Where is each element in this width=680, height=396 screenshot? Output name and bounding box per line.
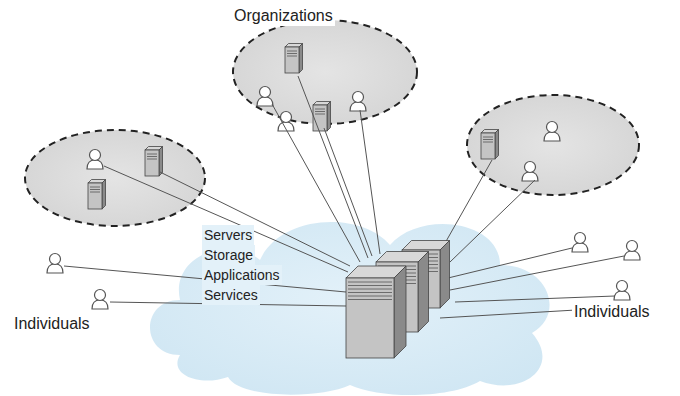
server-icon [285, 44, 303, 74]
group-label: Individuals [12, 314, 92, 334]
person-icon [544, 122, 560, 142]
organization-group [25, 130, 205, 226]
group-title: Organizations [232, 6, 335, 26]
person-icon [350, 92, 366, 112]
cloud-resource-label: Applications [202, 265, 282, 285]
server-icon [481, 130, 499, 160]
person-icon [278, 112, 294, 132]
person-icon [522, 162, 538, 182]
person-icon [257, 87, 273, 107]
cloud-resource-label: Services [202, 285, 260, 305]
person-icon [624, 241, 640, 261]
cloud-resource-label: Storage [202, 245, 255, 265]
person-icon [92, 290, 108, 310]
cloud-shape: ServersStorageApplicationsServices [140, 205, 560, 396]
group-label: Individuals [572, 302, 652, 322]
person-icon [572, 233, 588, 253]
server-icon [88, 180, 106, 210]
server-icon [145, 147, 163, 177]
person-icon [47, 254, 63, 274]
server-icon [313, 102, 331, 132]
organization-group [467, 95, 639, 195]
person-icon [614, 281, 630, 301]
person-icon [87, 150, 103, 170]
cloud-resource-label: Servers [202, 225, 254, 245]
